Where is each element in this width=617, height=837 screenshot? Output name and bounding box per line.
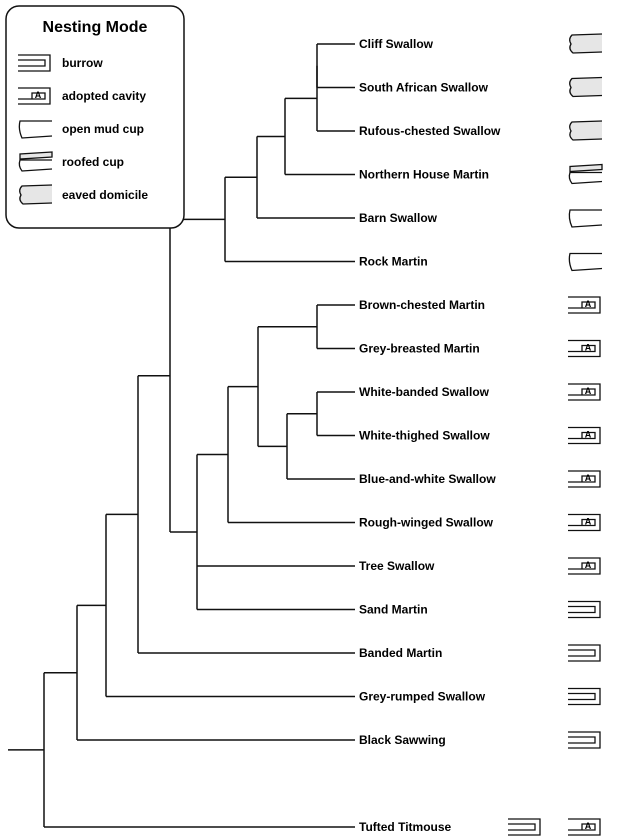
- taxon-label-rough-winged-swallow: Rough-winged Swallow: [359, 516, 494, 530]
- cavity-mark: A: [585, 821, 592, 831]
- taxon-label-tree-swallow: Tree Swallow: [359, 559, 435, 573]
- legend-label-roofed-cup: roofed cup: [62, 155, 124, 169]
- nest-icon-rock-martin: [568, 252, 603, 272]
- nest-icon-banded-martin: [568, 644, 601, 662]
- taxon-label-white-banded-swallow: White-banded Swallow: [359, 385, 490, 399]
- cavity-mark: A: [585, 386, 592, 396]
- roofed-cup-icon: [18, 151, 53, 172]
- taxon-label-northern-house-martin: Northern House Martin: [359, 168, 489, 182]
- taxon-label-south-african-swallow: South African Swallow: [359, 81, 489, 95]
- open-mud-cup-icon: [18, 120, 53, 139]
- nest-icon-black-sawwing: [568, 731, 601, 749]
- taxon-label-grey-breasted-martin: Grey-breasted Martin: [359, 342, 480, 356]
- nest-icon-barn-swallow: [568, 209, 603, 228]
- taxon-label-sand-martin: Sand Martin: [359, 603, 428, 617]
- eaved-domicile-icon: [19, 184, 53, 205]
- taxon-label-barn-swallow: Barn Swallow: [359, 211, 438, 225]
- nest-icon-sand-martin: [568, 600, 601, 619]
- tree-branches: [8, 43, 355, 828]
- nest-icon-white-thighed-swallow: A: [568, 426, 601, 445]
- nest-icon-white-banded-swallow: A: [568, 383, 601, 401]
- cavity-mark: A: [585, 473, 592, 483]
- burrow-icon: [18, 54, 51, 72]
- nest-icon-extra-tufted-titmouse: [508, 818, 541, 836]
- cavity-mark: A: [35, 90, 42, 100]
- nest-icon-tree-swallow: A: [568, 557, 601, 575]
- nest-icon-rufous-chested-swallow: [569, 120, 603, 141]
- legend-label-eaved-domicile: eaved domicile: [62, 188, 148, 202]
- nest-icon-brown-chested-martin: A: [568, 296, 601, 314]
- nest-icon-grey-rumped-swallow: [568, 687, 601, 706]
- taxon-label-blue-and-white-swallow: Blue-and-white Swallow: [359, 472, 496, 486]
- taxon-label-white-thighed-swallow: White-thighed Swallow: [359, 429, 490, 443]
- adopted-cavity-icon: A: [18, 87, 51, 105]
- cavity-mark: A: [585, 517, 592, 527]
- legend-label-burrow: burrow: [62, 56, 103, 70]
- taxon-label-tufted-titmouse: Tufted Titmouse: [359, 820, 452, 834]
- legend-label-open-mud-cup: open mud cup: [62, 122, 144, 136]
- legend-label-adopted-cavity: adopted cavity: [62, 89, 146, 103]
- nest-icon-south-african-swallow: [569, 76, 603, 98]
- cavity-mark: A: [585, 430, 592, 440]
- taxon-label-cliff-swallow: Cliff Swallow: [359, 37, 434, 51]
- nest-icons-column: A A A A A A A A: [508, 33, 603, 836]
- cavity-mark: A: [585, 343, 592, 353]
- nest-icon-rough-winged-swallow: A: [568, 513, 601, 532]
- taxon-label-black-sawwing: Black Sawwing: [359, 733, 446, 747]
- legend-title: Nesting Mode: [43, 19, 148, 36]
- nest-icon-grey-breasted-martin: A: [568, 339, 601, 358]
- taxon-label-brown-chested-martin: Brown-chested Martin: [359, 298, 485, 312]
- nest-icon-tufted-titmouse: A: [568, 818, 601, 836]
- taxon-label-grey-rumped-swallow: Grey-rumped Swallow: [359, 690, 486, 704]
- nest-icon-cliff-swallow: [569, 33, 603, 54]
- cavity-mark: A: [585, 299, 592, 309]
- taxon-label-banded-martin: Banded Martin: [359, 646, 442, 660]
- taxon-label-rock-martin: Rock Martin: [359, 255, 428, 269]
- cavity-mark: A: [585, 560, 592, 570]
- nest-icon-northern-house-martin: [568, 163, 603, 185]
- taxon-label-rufous-chested-swallow: Rufous-chested Swallow: [359, 124, 501, 138]
- nest-icon-blue-and-white-swallow: A: [568, 470, 601, 488]
